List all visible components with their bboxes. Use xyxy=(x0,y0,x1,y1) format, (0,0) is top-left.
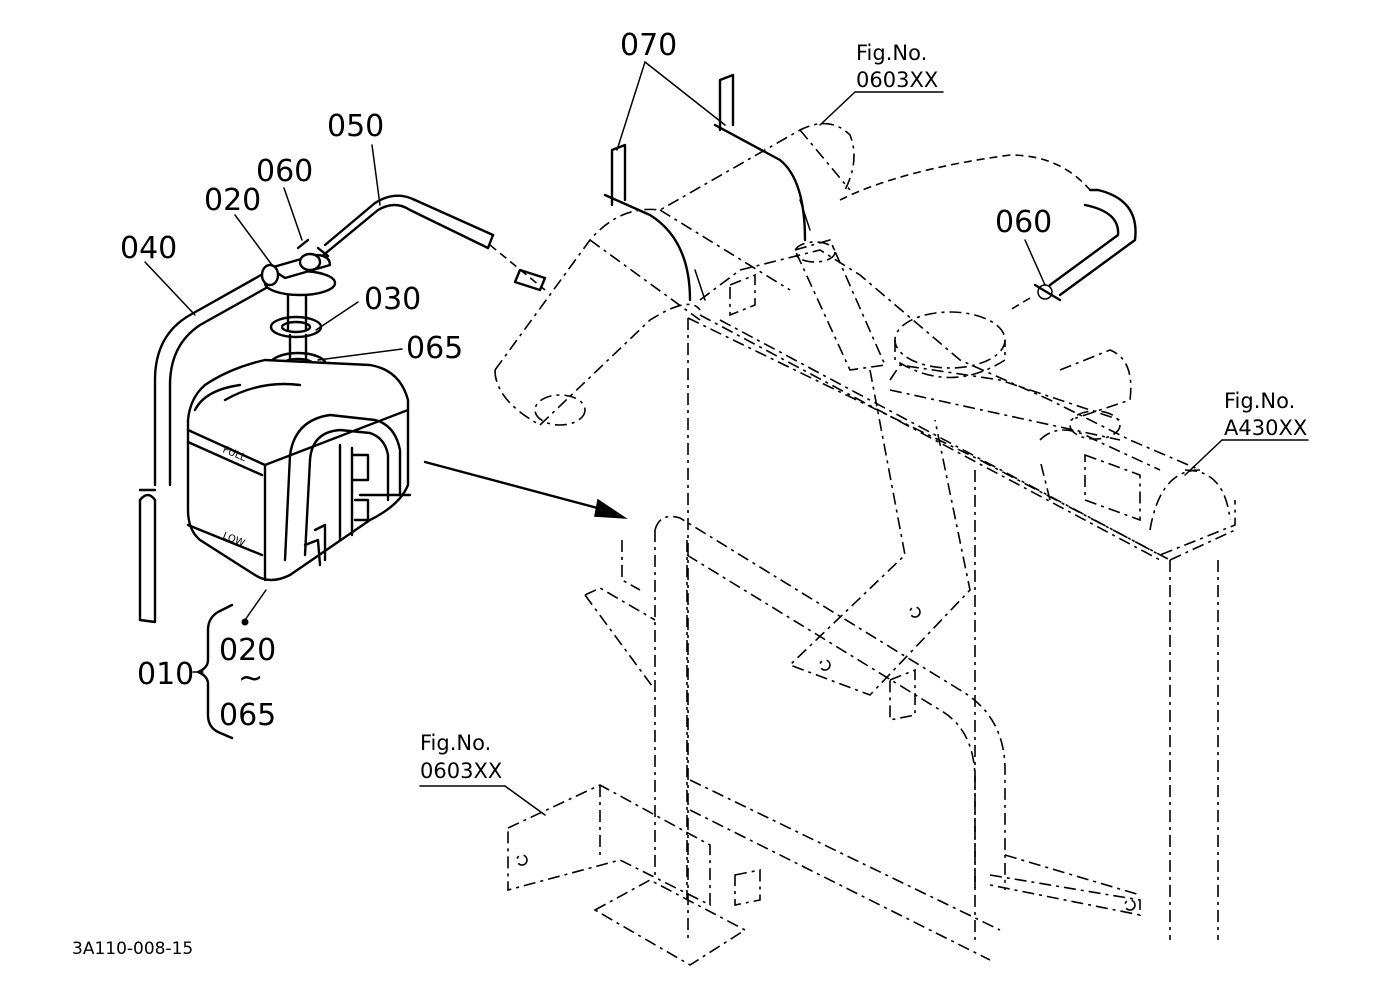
washer-030 xyxy=(269,294,323,339)
radiator-upper-tank xyxy=(699,249,1236,556)
callout-060-right: 060 xyxy=(995,205,1052,240)
bottom-bracket xyxy=(507,784,711,907)
callout-050: 050 xyxy=(327,109,384,144)
callout-020-top: 020 xyxy=(204,183,261,218)
callout-010: 010 xyxy=(137,657,194,692)
radiator-stay xyxy=(788,239,1121,696)
radiator-upper-hose xyxy=(494,122,855,426)
callout-065-right: 065 xyxy=(406,331,463,366)
leader-lines xyxy=(144,61,1309,816)
assembly-brace-010 xyxy=(192,603,249,740)
overflow-hose-right xyxy=(839,154,1137,311)
hose-040 xyxy=(138,268,277,624)
callout-060-left: 060 xyxy=(256,154,313,189)
diagram-code: 3A110-008-15 xyxy=(72,939,193,959)
range-separator: ~ xyxy=(238,661,263,696)
radiator-stand xyxy=(584,515,1141,966)
callout-030: 030 xyxy=(364,282,421,317)
callout-065-range: 065 xyxy=(219,698,276,733)
fig-ref-right-number: A430XX xyxy=(1224,416,1307,440)
mounting-arrow xyxy=(423,460,628,519)
fig-ref-bottom-number: 0603XX xyxy=(420,759,502,783)
fitting-020 xyxy=(260,238,337,297)
callout-020-range: 020 xyxy=(219,633,276,668)
radiator-core xyxy=(687,314,1236,940)
fig-ref-top-number: 0603XX xyxy=(856,68,938,92)
part-callouts: 070 050 060 020 040 030 065 060 010 020 … xyxy=(120,28,1052,733)
fig-ref-right-label: Fig.No. xyxy=(1224,389,1295,413)
figure-references: Fig.No. 0603XX Fig.No. A430XX Fig.No. 06… xyxy=(420,41,1307,783)
fig-ref-bottom-label: Fig.No. xyxy=(420,731,491,755)
callout-070: 070 xyxy=(620,28,677,63)
hose-clamp-070 xyxy=(603,73,811,302)
fig-ref-top-label: Fig.No. xyxy=(856,41,927,65)
reserve-tank xyxy=(186,358,412,582)
hose-050 xyxy=(313,194,547,292)
callout-040: 040 xyxy=(120,231,177,266)
